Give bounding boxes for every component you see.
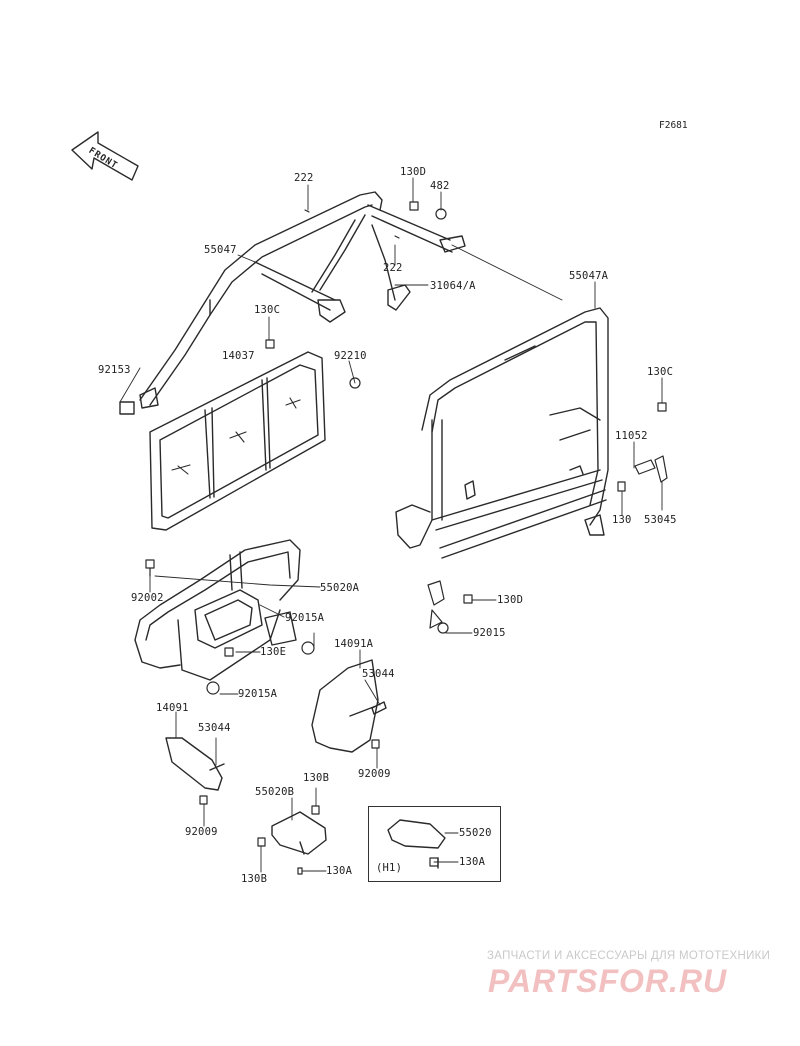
fastener-icons bbox=[145, 201, 668, 875]
label-130b-bottom: 130B bbox=[241, 873, 268, 885]
label-55047a: 55047A bbox=[569, 270, 609, 282]
label-130e: 130E bbox=[260, 646, 287, 658]
label-55020a: 55020A bbox=[320, 582, 360, 594]
label-53044-right: 53044 bbox=[362, 668, 395, 680]
label-482: 482 bbox=[430, 180, 450, 192]
label-92009-left: 92009 bbox=[185, 826, 218, 838]
label-130c-right: 130C bbox=[647, 366, 674, 378]
label-92153: 92153 bbox=[98, 364, 131, 376]
rear-frame-55047a bbox=[395, 307, 609, 559]
bracket-14091a bbox=[311, 659, 387, 753]
diagram-code: F2681 bbox=[659, 120, 688, 131]
label-130d-mid: 130D bbox=[497, 594, 524, 606]
label-55020: 55020 bbox=[459, 827, 492, 839]
label-222-mid: 222 bbox=[383, 262, 403, 274]
label-92002: 92002 bbox=[131, 592, 164, 604]
label-92009-right: 92009 bbox=[358, 768, 391, 780]
label-130c-left: 130C bbox=[254, 304, 281, 316]
label-31064a: 31064/A bbox=[430, 280, 476, 292]
label-92015a-top: 92015A bbox=[285, 612, 325, 624]
label-130d-top: 130D bbox=[400, 166, 427, 178]
bracket-55020b bbox=[271, 811, 327, 855]
label-14091: 14091 bbox=[156, 702, 189, 714]
label-55047: 55047 bbox=[204, 244, 237, 256]
watermark-tagline: ЗАПЧАСТИ И АКСЕССУАРЫ ДЛЯ МОТОТЕХНИКИ bbox=[487, 950, 771, 962]
leader-lines bbox=[119, 177, 663, 873]
label-130a-inset: 130A bbox=[459, 856, 486, 868]
label-55020b: 55020B bbox=[255, 786, 295, 798]
watermark-logo: PARTSFOR.RU bbox=[488, 963, 728, 999]
front-bumper-55020a bbox=[134, 539, 301, 681]
roll-bar-front-55047 bbox=[119, 191, 466, 415]
label-14091a: 14091A bbox=[334, 638, 374, 650]
screen-panel-14037 bbox=[149, 351, 326, 531]
label-53044-left: 53044 bbox=[198, 722, 231, 734]
label-130a-bottom: 130A bbox=[326, 865, 353, 877]
label-53045: 53045 bbox=[644, 514, 677, 526]
label-130b-top: 130B bbox=[303, 772, 330, 784]
front-arrow-icon bbox=[71, 131, 139, 181]
label-14037: 14037 bbox=[222, 350, 255, 362]
label-11052: 11052 bbox=[615, 430, 648, 442]
label-92210: 92210 bbox=[334, 350, 367, 362]
bracket-14091 bbox=[165, 737, 225, 791]
label-92015a-bottom: 92015A bbox=[238, 688, 278, 700]
inset-label: (H1) bbox=[376, 862, 403, 874]
inset-frame bbox=[368, 806, 501, 882]
label-130: 130 bbox=[612, 514, 632, 526]
label-222-top: 222 bbox=[294, 172, 314, 184]
label-92015: 92015 bbox=[473, 627, 506, 639]
